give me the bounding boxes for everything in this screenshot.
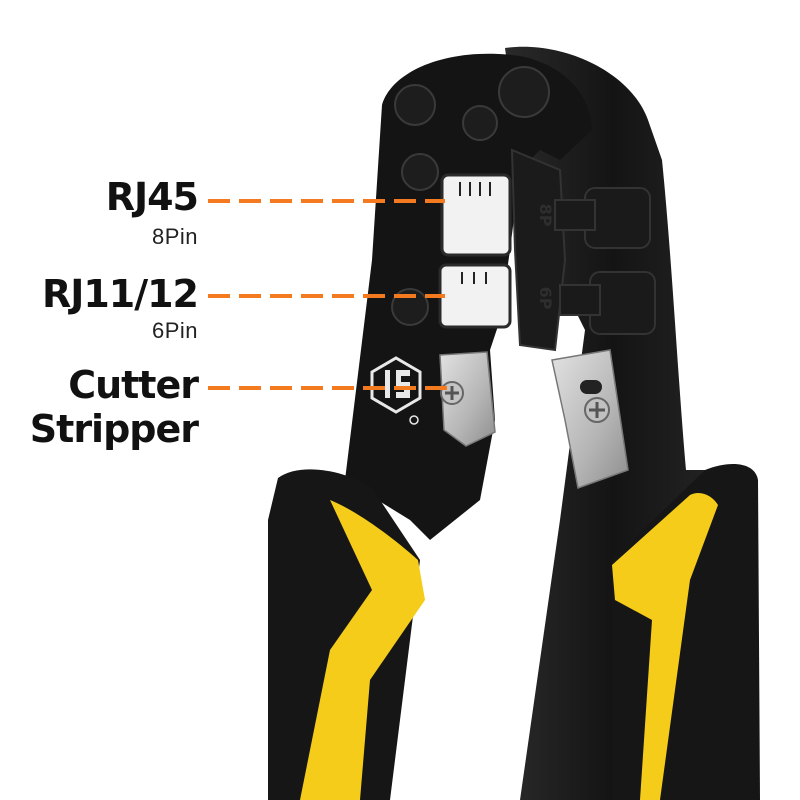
die-mark-6p: 6P [536, 287, 555, 310]
callout-rj45-title: RJ45 [105, 175, 199, 219]
die-mark-8p: 8P [536, 204, 555, 227]
callout-cutter-title: Cutter [68, 363, 199, 407]
right-handle-yellow [612, 493, 718, 800]
die-insert [510, 148, 567, 352]
callout-stripper-title: Stripper [29, 407, 199, 451]
brand-logo-icon [370, 356, 422, 425]
blade-slot [580, 380, 602, 394]
die-teeth [459, 182, 491, 284]
callout-rj11-subtitle: 6Pin [151, 318, 198, 343]
callout-rj11-title: RJ11/12 [41, 272, 199, 316]
crimp-dies [438, 173, 512, 329]
callout-rj45-subtitle: 8Pin [151, 224, 198, 249]
leader-lines [208, 199, 448, 390]
left-handle-yellow [300, 500, 425, 800]
die-brackets [554, 187, 656, 335]
left-blade [439, 351, 496, 447]
